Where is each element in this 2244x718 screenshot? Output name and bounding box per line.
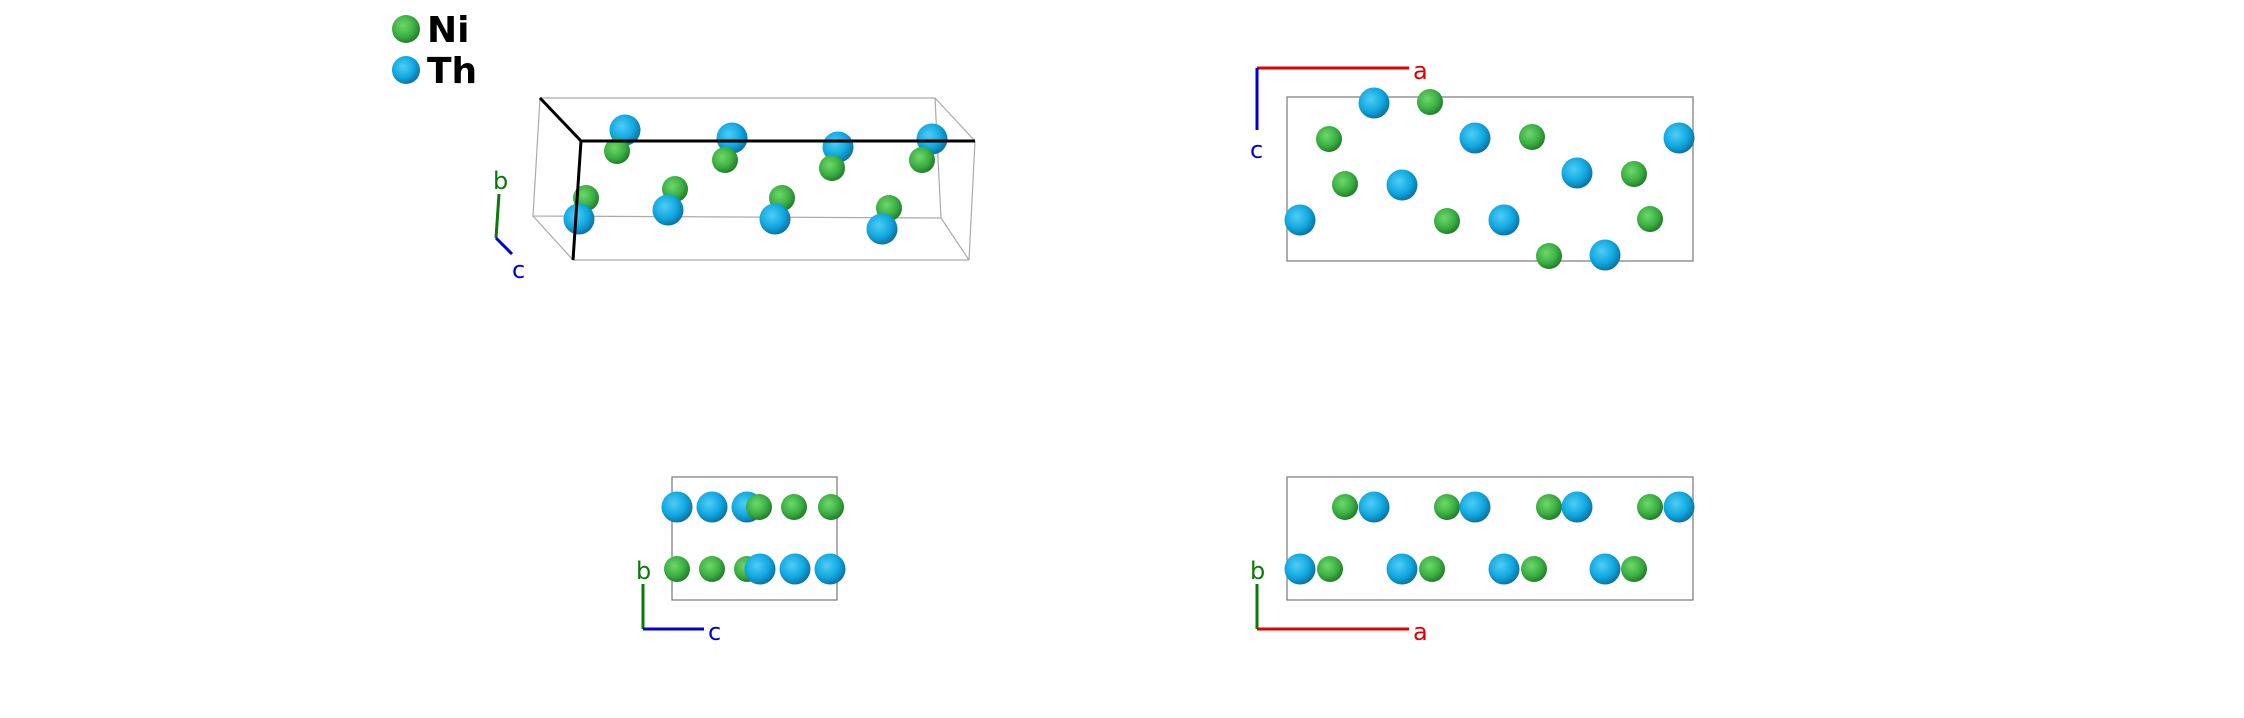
legend-th-ball (392, 56, 420, 84)
ni-atom (1317, 556, 1343, 582)
th-atom (1561, 157, 1593, 189)
axis-label-c: c (1250, 136, 1263, 164)
axis-c (494, 236, 514, 256)
legend-th-label: Th (427, 51, 477, 92)
th-atom (1663, 491, 1695, 523)
cell-edge-bold (538, 96, 583, 143)
cell-edge (940, 217, 970, 261)
th-atom (1386, 553, 1418, 585)
ni-atom (1637, 494, 1663, 520)
ni-atom (1536, 243, 1562, 269)
th-atom (779, 553, 811, 585)
ni-atom (699, 556, 725, 582)
ni-atom (604, 138, 630, 164)
cell-edge (968, 140, 976, 261)
axis-label-b: b (493, 167, 508, 195)
ni-atom (1417, 89, 1443, 115)
view-a-c: a c (1250, 57, 1695, 271)
view-c-b: b c (636, 476, 846, 646)
th-atom (1663, 122, 1695, 154)
th-atom (744, 553, 776, 585)
axis-label-a: a (1413, 618, 1428, 646)
th-atom (916, 123, 948, 155)
ni-atom (712, 147, 738, 173)
cell-edge (934, 97, 976, 142)
ni-atom (1519, 124, 1545, 150)
th-atom (563, 203, 595, 235)
cell-edge-bold (571, 140, 583, 261)
th-atom (1589, 239, 1621, 271)
th-atom (822, 131, 854, 163)
cell-edge (532, 215, 574, 261)
ni-atom (1419, 556, 1445, 582)
axis-label-b: b (1250, 557, 1265, 585)
ni-atom (1637, 206, 1663, 232)
ni-atom (1621, 161, 1647, 187)
th-atom (1488, 204, 1520, 236)
ni-atom (781, 494, 807, 520)
unit-cell (671, 476, 838, 601)
ni-atom (818, 494, 844, 520)
th-atom (1459, 122, 1491, 154)
axis-b (494, 193, 501, 239)
unit-cell (1286, 96, 1694, 262)
ni-atom (1621, 556, 1647, 582)
axis-label-c: c (708, 618, 721, 646)
th-atom (1561, 491, 1593, 523)
th-atom (1589, 553, 1621, 585)
th-atom (661, 491, 693, 523)
th-atom (652, 194, 684, 226)
th-atom (1386, 169, 1418, 201)
th-atom (1488, 553, 1520, 585)
ni-atom (1521, 556, 1547, 582)
axis-label-c: c (512, 256, 525, 284)
unit-cell (1286, 476, 1694, 601)
ni-atom (909, 147, 935, 173)
axis-label-b: b (636, 557, 651, 585)
th-atom (1358, 491, 1390, 523)
th-atom (716, 122, 748, 154)
th-atom (1284, 204, 1316, 236)
ni-atom (1434, 494, 1460, 520)
ni-atom (1332, 171, 1358, 197)
th-atom (866, 213, 898, 245)
ni-atom (1316, 126, 1342, 152)
view-a-b: b a (1250, 476, 1695, 646)
legend-ni-label: Ni (427, 10, 469, 51)
th-atom (696, 491, 728, 523)
ni-atom (819, 155, 845, 181)
th-atom (1459, 491, 1491, 523)
axis-label-a: a (1413, 57, 1428, 85)
ni-atom (1536, 494, 1562, 520)
th-atom (759, 203, 791, 235)
th-atom (1358, 87, 1390, 119)
ni-atom (664, 556, 690, 582)
th-atom (814, 553, 846, 585)
ni-atom (1434, 208, 1460, 234)
legend-ni-ball (392, 15, 420, 43)
ni-atom (746, 494, 772, 520)
ni-atom (1332, 494, 1358, 520)
th-atom (609, 114, 641, 146)
legend: Ni Th (392, 10, 477, 92)
perspective-view: b c (493, 96, 976, 284)
th-atom (1284, 553, 1316, 585)
